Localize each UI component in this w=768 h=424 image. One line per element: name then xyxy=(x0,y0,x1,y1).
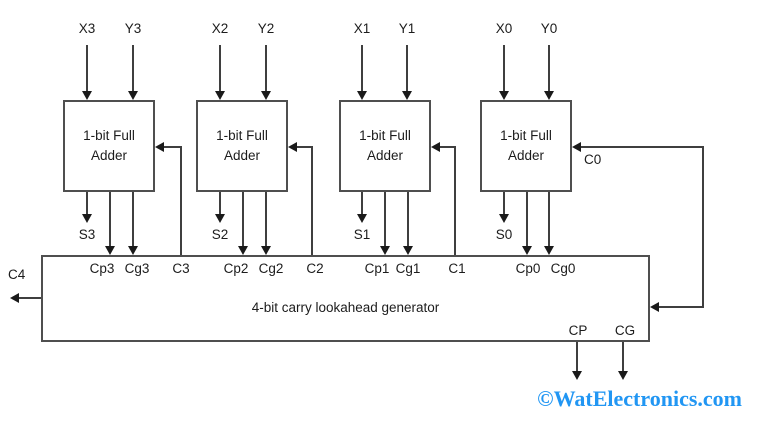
y2-input-wire xyxy=(265,45,267,92)
full-adder-bit1: 1-bit Full Adder xyxy=(339,100,431,192)
input-label-y2: Y2 xyxy=(257,21,275,36)
cg0-wire xyxy=(548,192,550,246)
input-label-y3: Y3 xyxy=(124,21,142,36)
carry-lookahead-generator-label: 4-bit carry lookahead generator xyxy=(251,300,440,315)
y0-input-wire xyxy=(548,45,550,92)
full-adder-bit3: 1-bit Full Adder xyxy=(63,100,155,192)
c3-feedback-wire-h xyxy=(164,146,181,148)
c3-arrowhead-icon xyxy=(155,142,164,152)
x1-input-wire xyxy=(361,45,363,92)
input-label-x1: X1 xyxy=(353,21,371,36)
c0-wire-h-bottom xyxy=(659,306,703,308)
c3-feedback-wire-v xyxy=(180,146,182,255)
c1-feedback-wire-v xyxy=(454,146,456,255)
y3-input-wire xyxy=(132,45,134,92)
input-label-y0: Y0 xyxy=(540,21,558,36)
sum-label-s0: S0 xyxy=(495,227,513,242)
carry-lookahead-generator-box xyxy=(41,255,650,342)
c2-feedback-wire-h xyxy=(297,146,312,148)
cp3-wire xyxy=(109,192,111,246)
full-adder-bit0-label: 1-bit Full Adder xyxy=(500,127,552,163)
carry-in-label-c0: C0 xyxy=(584,152,602,167)
cg2-wire xyxy=(265,192,267,246)
sum-label-s3: S3 xyxy=(78,227,96,242)
c0-generator-arrowhead-icon xyxy=(650,302,659,312)
s0-arrowhead-icon xyxy=(499,214,509,223)
c0-adder-arrowhead-icon xyxy=(572,142,581,152)
input-label-x3: X3 xyxy=(78,21,96,36)
s1-wire xyxy=(361,192,363,214)
full-adder-bit0: 1-bit Full Adder xyxy=(480,100,572,192)
propagate-output-label-cp: CP xyxy=(568,323,588,338)
y3-arrowhead-icon xyxy=(128,91,138,100)
cg2-arrowhead-icon xyxy=(261,246,271,255)
s2-arrowhead-icon xyxy=(215,214,225,223)
input-label-y1: Y1 xyxy=(398,21,416,36)
c4-wire xyxy=(19,297,41,299)
x0-input-wire xyxy=(503,45,505,92)
sum-label-s1: S1 xyxy=(353,227,371,242)
c2-arrowhead-icon xyxy=(288,142,297,152)
cg1-arrowhead-icon xyxy=(403,246,413,255)
gen-port-label-cg2: Cg2 xyxy=(258,261,284,276)
x2-input-wire xyxy=(219,45,221,92)
sum-label-s2: S2 xyxy=(211,227,229,242)
c4-arrowhead-icon xyxy=(10,293,19,303)
c2-feedback-wire-v xyxy=(311,146,313,255)
cp-output-wire xyxy=(576,342,578,371)
x2-arrowhead-icon xyxy=(215,91,225,100)
y1-input-wire xyxy=(406,45,408,92)
cg3-arrowhead-icon xyxy=(128,246,138,255)
x3-arrowhead-icon xyxy=(82,91,92,100)
gen-port-label-cg1: Cg1 xyxy=(395,261,421,276)
gen-port-label-c2: C2 xyxy=(306,261,324,276)
gen-port-label-cg0: Cg0 xyxy=(550,261,576,276)
s3-arrowhead-icon xyxy=(82,214,92,223)
y2-arrowhead-icon xyxy=(261,91,271,100)
watermark: ©WatElectronics.com xyxy=(537,386,742,411)
cg3-wire xyxy=(132,192,134,246)
input-label-x0: X0 xyxy=(495,21,513,36)
full-adder-bit1-label: 1-bit Full Adder xyxy=(359,127,411,163)
gen-port-label-cp1: Cp1 xyxy=(364,261,390,276)
cp3-arrowhead-icon xyxy=(105,246,115,255)
c0-wire-h-top xyxy=(581,146,704,148)
s1-arrowhead-icon xyxy=(357,214,367,223)
cp-output-arrowhead-icon xyxy=(572,371,582,380)
cp0-arrowhead-icon xyxy=(522,246,532,255)
gen-port-label-cp0: Cp0 xyxy=(515,261,541,276)
gen-port-label-c3: C3 xyxy=(172,261,190,276)
generate-output-label-cg: CG xyxy=(614,323,636,338)
s2-wire xyxy=(219,192,221,214)
cg-output-wire xyxy=(622,342,624,371)
cg1-wire xyxy=(407,192,409,246)
gen-port-label-cp3: Cp3 xyxy=(89,261,115,276)
x1-arrowhead-icon xyxy=(357,91,367,100)
carry-out-label-c4: C4 xyxy=(8,267,26,282)
gen-port-label-cg3: Cg3 xyxy=(124,261,150,276)
full-adder-bit2: 1-bit Full Adder xyxy=(196,100,288,192)
cp0-wire xyxy=(526,192,528,246)
cp2-arrowhead-icon xyxy=(238,246,248,255)
cp2-wire xyxy=(242,192,244,246)
input-label-x2: X2 xyxy=(211,21,229,36)
full-adder-bit3-label: 1-bit Full Adder xyxy=(83,127,135,163)
c1-arrowhead-icon xyxy=(431,142,440,152)
gen-port-label-c1: C1 xyxy=(448,261,466,276)
s0-wire xyxy=(503,192,505,214)
x0-arrowhead-icon xyxy=(499,91,509,100)
c0-wire-v xyxy=(702,146,704,308)
full-adder-bit2-label: 1-bit Full Adder xyxy=(216,127,268,163)
cg-output-arrowhead-icon xyxy=(618,371,628,380)
y0-arrowhead-icon xyxy=(544,91,554,100)
c1-feedback-wire-h xyxy=(440,146,455,148)
cg0-arrowhead-icon xyxy=(544,246,554,255)
s3-wire xyxy=(86,192,88,214)
x3-input-wire xyxy=(86,45,88,92)
y1-arrowhead-icon xyxy=(402,91,412,100)
cp1-arrowhead-icon xyxy=(380,246,390,255)
cp1-wire xyxy=(384,192,386,246)
gen-port-label-cp2: Cp2 xyxy=(223,261,249,276)
